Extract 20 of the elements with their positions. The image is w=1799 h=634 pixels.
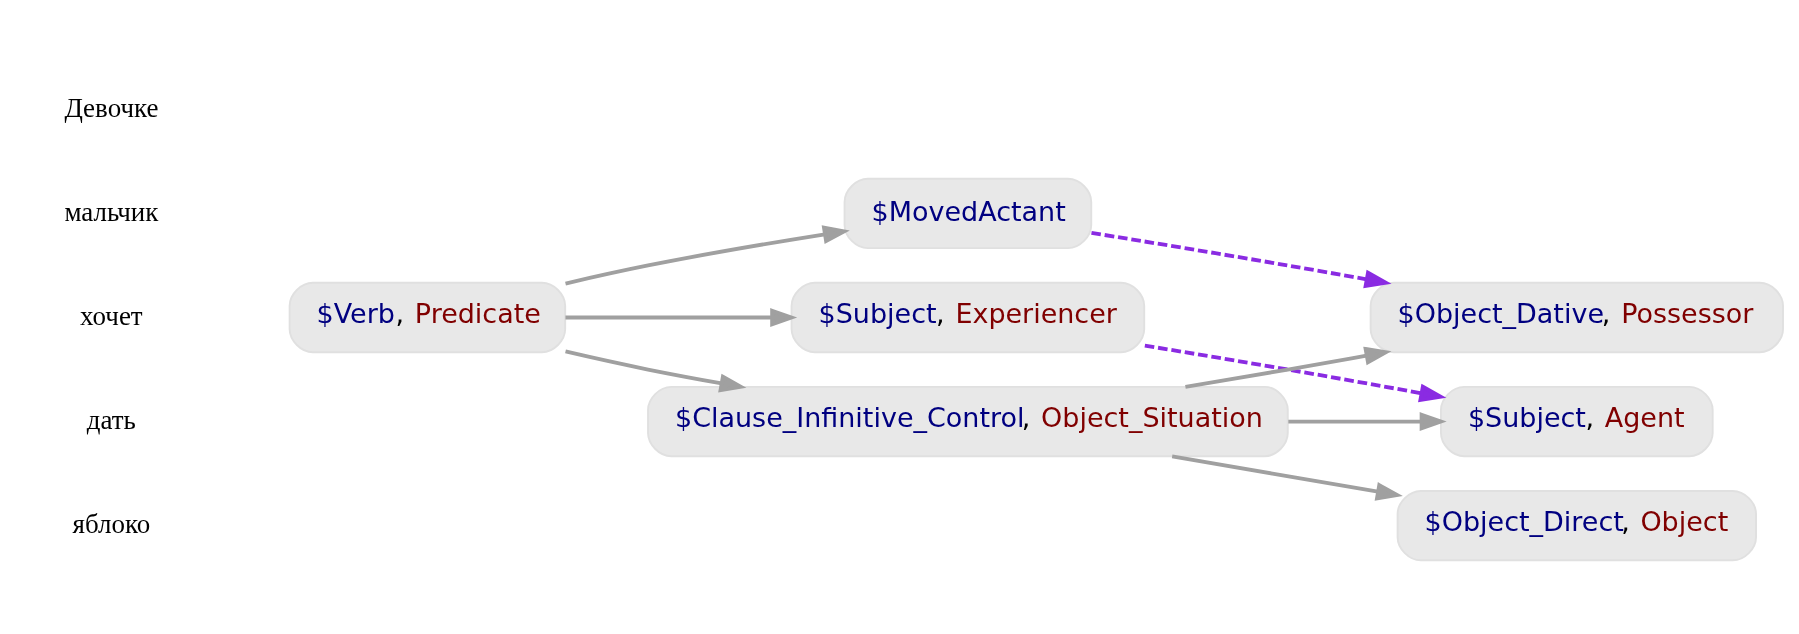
label: хочет bbox=[80, 300, 143, 331]
node-box: $Object_Direct, Object bbox=[1396, 489, 1757, 561]
arrow bbox=[1288, 411, 1447, 431]
arrow bbox=[565, 224, 850, 285]
label: дать bbox=[86, 404, 136, 435]
arrow bbox=[565, 349, 747, 392]
node-box: $Clause_Infinitive_Control, Object_Situation bbox=[647, 385, 1289, 457]
arrow bbox=[565, 307, 798, 327]
arrow bbox=[1144, 343, 1447, 402]
label: яблоко bbox=[72, 508, 151, 539]
node-box: $Object_Dative, Possessor bbox=[1369, 281, 1784, 353]
arrow bbox=[1091, 230, 1392, 288]
label: мальчик bbox=[64, 196, 159, 227]
node-box: $MovedActant bbox=[843, 177, 1093, 249]
node-box: $Subject, Experiencer bbox=[790, 281, 1146, 353]
node-box: $Subject, Agent bbox=[1440, 385, 1714, 457]
node-box: $Verb, Predicate bbox=[288, 281, 567, 353]
arrow bbox=[1185, 346, 1392, 389]
label: Девочке bbox=[64, 92, 159, 123]
arrow bbox=[1171, 453, 1403, 501]
